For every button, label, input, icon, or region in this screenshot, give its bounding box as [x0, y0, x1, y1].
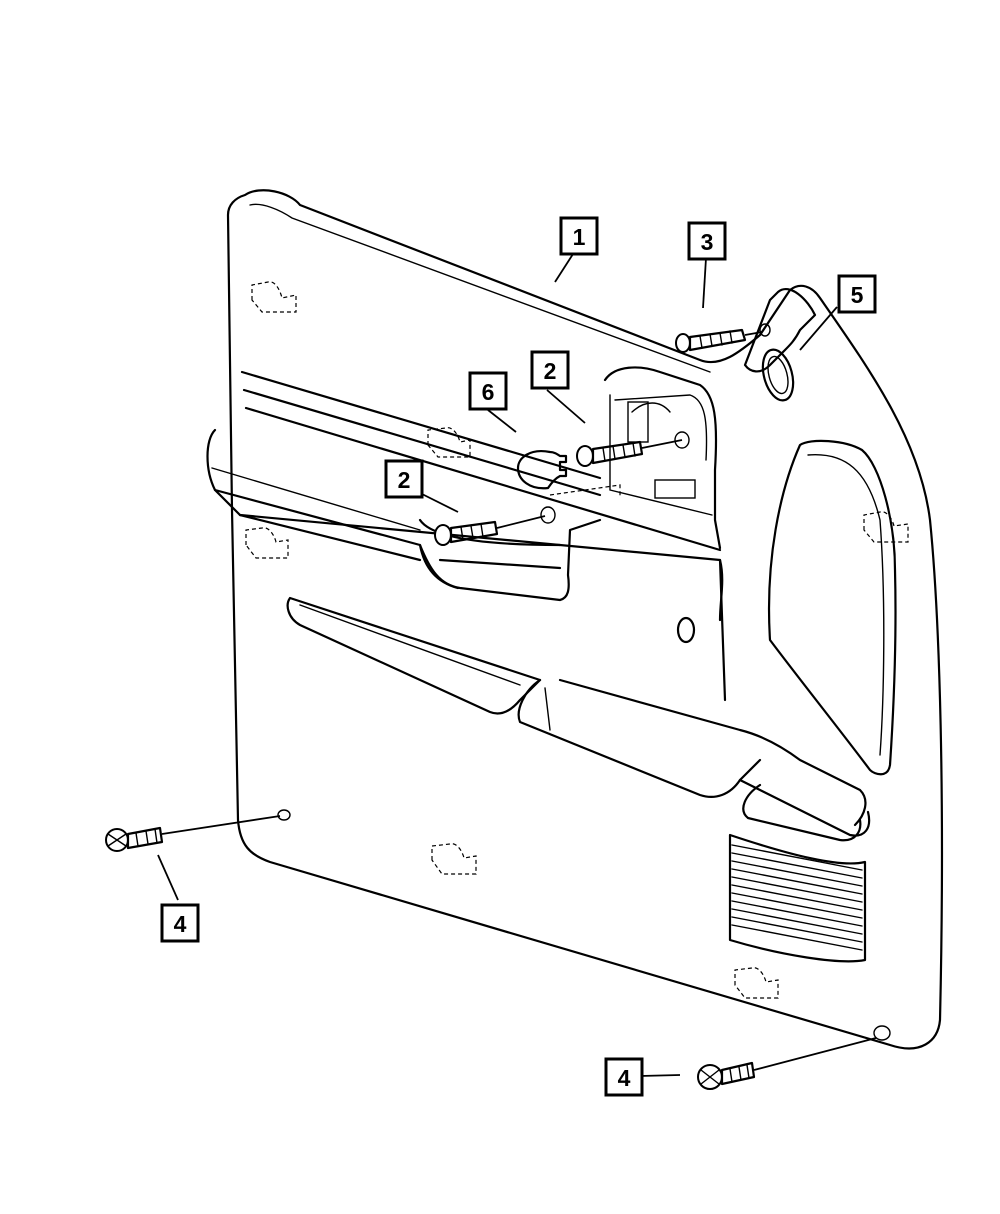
push-pin-bottom	[697, 1037, 877, 1090]
callout-4a: 4	[160, 903, 200, 943]
callout-4b-label: 4	[618, 1065, 631, 1091]
callout-2a: 2	[530, 350, 570, 390]
callout-2b-label: 2	[398, 467, 411, 493]
leader-lines	[157, 253, 838, 1077]
screw-armrest	[434, 515, 546, 546]
callout-4a-label: 4	[174, 911, 187, 937]
callout-2a-label: 2	[544, 358, 557, 384]
callout-3-label: 3	[701, 229, 714, 255]
clip	[516, 450, 568, 490]
push-pin-left	[105, 815, 281, 852]
callout-5: 5	[837, 274, 877, 314]
screw-upper	[576, 439, 683, 467]
callout-6-label: 6	[482, 379, 495, 405]
callout-4b: 4	[604, 1057, 644, 1097]
door-trim-panel	[206, 189, 944, 1050]
callout-6: 6	[468, 371, 508, 411]
screw-mirror-cover	[675, 328, 763, 353]
callout-1: 1	[559, 216, 599, 256]
callout-1-label: 1	[573, 224, 586, 250]
callout-3: 3	[687, 221, 727, 261]
callout-5-label: 5	[851, 282, 864, 308]
speaker-grille	[728, 833, 867, 963]
callout-2b: 2	[384, 459, 424, 499]
hidden-clips	[245, 281, 909, 999]
mirror-cover-bezel	[743, 288, 817, 402]
